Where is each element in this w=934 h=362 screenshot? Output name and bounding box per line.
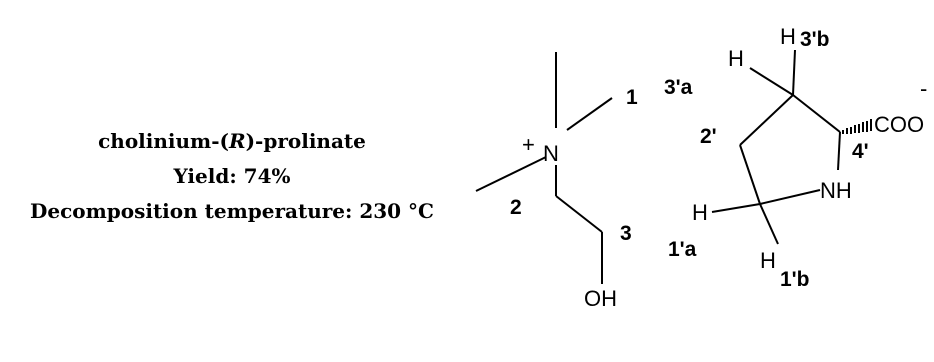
carboxylate-group: COO <box>874 112 924 137</box>
hydrogen-1b: H <box>760 248 776 273</box>
label-methyl-1: 1 <box>626 86 638 109</box>
bond-c3-h3b <box>792 49 796 96</box>
hydrogen-3a: H <box>728 46 744 71</box>
label-methylene-3: 3 <box>620 222 632 245</box>
choline-cation: + N OH 1 2 3 <box>475 52 638 311</box>
bond-c1-h1b <box>759 203 779 245</box>
bond-n-c4 <box>837 131 841 171</box>
hashed-wedge-bond <box>842 119 872 134</box>
bond-c3-h3a <box>749 67 794 96</box>
amine-group: NH <box>820 178 852 203</box>
bond-c1-n <box>759 189 821 205</box>
bond-c2-c3 <box>555 195 603 233</box>
hydrogen-1a: H <box>692 200 708 225</box>
label-methylene-2: 2 <box>510 196 522 219</box>
bond-n-methyl-right <box>566 97 613 131</box>
label-4: 4' <box>852 140 869 163</box>
prolinate-anion: COO - NH H H H H 3'b 3'a 2' 4' 1'a 1'b <box>664 24 927 291</box>
label-3b: 3'b <box>800 28 830 51</box>
cation-charge: + <box>522 132 535 157</box>
carboxylate-charge: - <box>920 76 927 101</box>
hydroxyl-group: OH <box>584 286 617 311</box>
bond-c3-c2 <box>739 94 794 146</box>
label-1b: 1'b <box>780 268 810 291</box>
label-2: 2' <box>700 125 717 148</box>
nitrogen-atom: N <box>543 141 559 166</box>
bond-c2-c1 <box>739 144 761 205</box>
hydrogen-3b: H <box>780 24 796 49</box>
bond-n-methyl-left <box>475 156 547 192</box>
label-3a: 3'a <box>664 76 693 99</box>
bond-c3-c4 <box>792 94 841 133</box>
bond-c1-h1a <box>711 203 761 213</box>
label-1a: 1'a <box>668 238 697 261</box>
